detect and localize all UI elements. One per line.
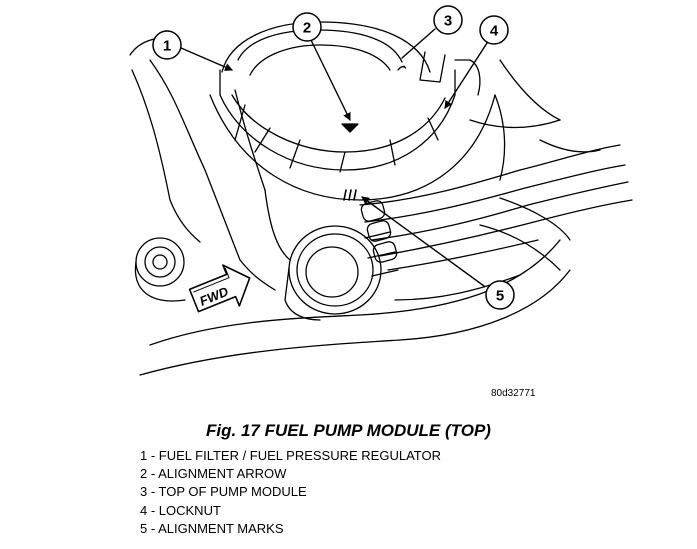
figure-caption: Fig. 17 FUEL PUMP MODULE (TOP) bbox=[206, 421, 491, 440]
svg-text:4: 4 bbox=[490, 23, 499, 40]
svg-text:5: 5 bbox=[496, 288, 504, 305]
pump-module-top bbox=[219, 21, 481, 173]
fuel-pump-module-illustration: 1 2 3 4 5 FWD bbox=[129, 5, 633, 376]
fuel-filter-regulator bbox=[284, 200, 399, 321]
alignment-arrow bbox=[341, 123, 359, 133]
figure-code: 80d32771 bbox=[491, 388, 536, 399]
locknut bbox=[209, 94, 496, 201]
fwd-arrow bbox=[188, 264, 251, 313]
callout-4: 4 bbox=[479, 15, 509, 45]
alignment-marks bbox=[343, 189, 357, 201]
legend-item: 1 - FUEL FILTER / FUEL PRESSURE REGULATO… bbox=[140, 448, 441, 463]
legend-item: 2 - ALIGNMENT ARROW bbox=[140, 466, 287, 482]
left-body-panel bbox=[149, 59, 276, 291]
legend-item: 3 - TOP OF PUMP MODULE bbox=[140, 484, 307, 500]
left-fitting bbox=[134, 237, 186, 302]
svg-text:3: 3 bbox=[444, 13, 452, 30]
svg-text:2: 2 bbox=[303, 20, 311, 37]
callout-leaders bbox=[180, 28, 488, 287]
legend-list: 1 - FUEL FILTER / FUEL PRESSURE REGULATO… bbox=[140, 447, 441, 538]
svg-text:1: 1 bbox=[163, 38, 171, 55]
callout-1: 1 bbox=[152, 30, 182, 60]
callout-3: 3 bbox=[433, 5, 463, 35]
fuel-lines bbox=[359, 144, 633, 301]
callout-5: 5 bbox=[485, 280, 515, 310]
callout-2: 2 bbox=[292, 12, 322, 42]
legend-item: 5 - ALIGNMENT MARKS bbox=[140, 520, 284, 536]
legend-item: 4 - LOCKNUT bbox=[140, 502, 221, 518]
